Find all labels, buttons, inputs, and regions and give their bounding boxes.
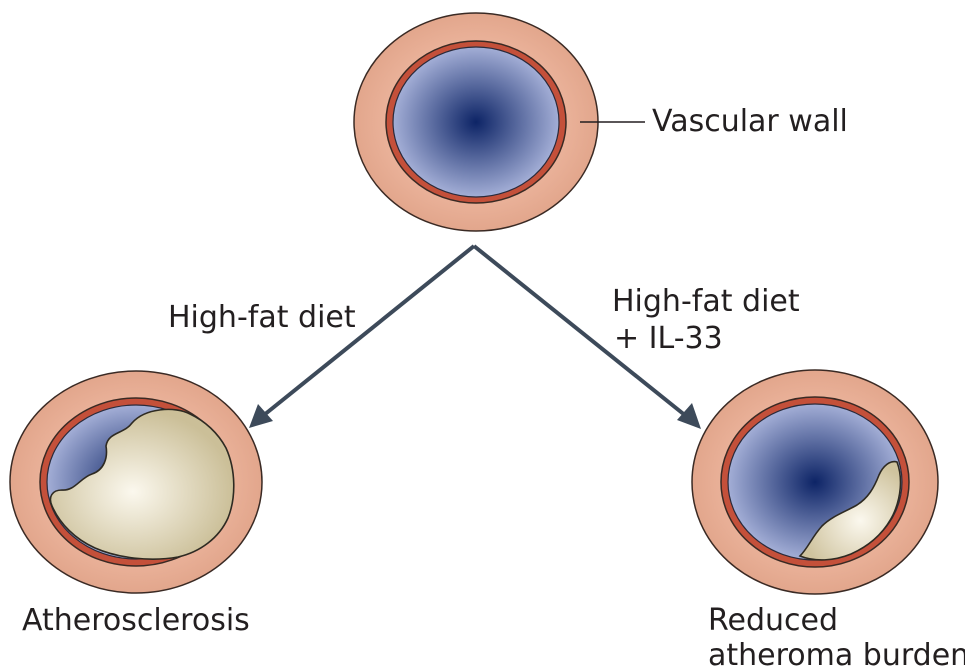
reduced-atheroma-vessel <box>692 370 938 594</box>
reduced-atheroma-label-line2: atheroma burden <box>708 638 965 672</box>
atherosclerosis-label: Atherosclerosis <box>22 603 250 638</box>
healthy-vessel-lumen <box>393 47 559 197</box>
left-arrow-label: High-fat diet <box>168 300 356 335</box>
vascular-wall-label: Vascular wall <box>652 104 848 139</box>
right-arrow-label-line1: High-fat diet <box>612 284 800 319</box>
reduced-atheroma-label-line1: Reduced <box>708 603 838 638</box>
right-arrow-label-line2: + IL-33 <box>614 321 723 356</box>
atherosclerotic-vessel <box>10 371 262 593</box>
arrow-high-fat-diet <box>249 246 474 428</box>
healthy-vessel <box>354 13 598 231</box>
